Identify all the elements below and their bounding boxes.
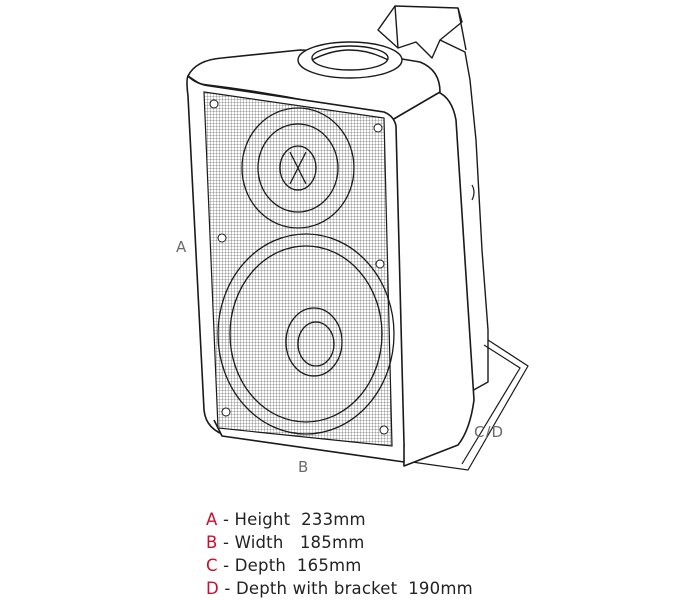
depth-base [411,339,529,471]
legend-key: D [206,579,219,598]
dimension-label-cd: C/D [474,423,505,441]
legend-row-height: A - Height 233mm [206,508,473,531]
legend-row-depth-bracket: D - Depth with bracket 190mm [206,577,473,600]
legend-text: - Width 185mm [217,533,365,552]
speaker-grille [203,91,393,447]
wall-bracket [377,5,489,393]
dimension-label-a: A [176,238,188,256]
dimension-label-b: B [298,458,310,476]
legend-key: B [206,533,218,552]
legend-row-width: B - Width 185mm [206,531,473,554]
legend-key: A [206,510,218,529]
legend-text: - Height 233mm [217,510,366,529]
woofer-driver [217,233,395,435]
legend-key: C [206,556,218,575]
legend-text: - Depth 165mm [217,556,362,575]
top-port [297,41,403,79]
grille-screws [209,99,389,435]
dimensions-legend: A - Height 233mm B - Width 185mm C - Dep… [206,508,473,600]
legend-row-depth: C - Depth 165mm [206,554,473,577]
legend-text: - Depth with bracket 190mm [218,579,473,598]
tweeter-driver [241,107,355,229]
